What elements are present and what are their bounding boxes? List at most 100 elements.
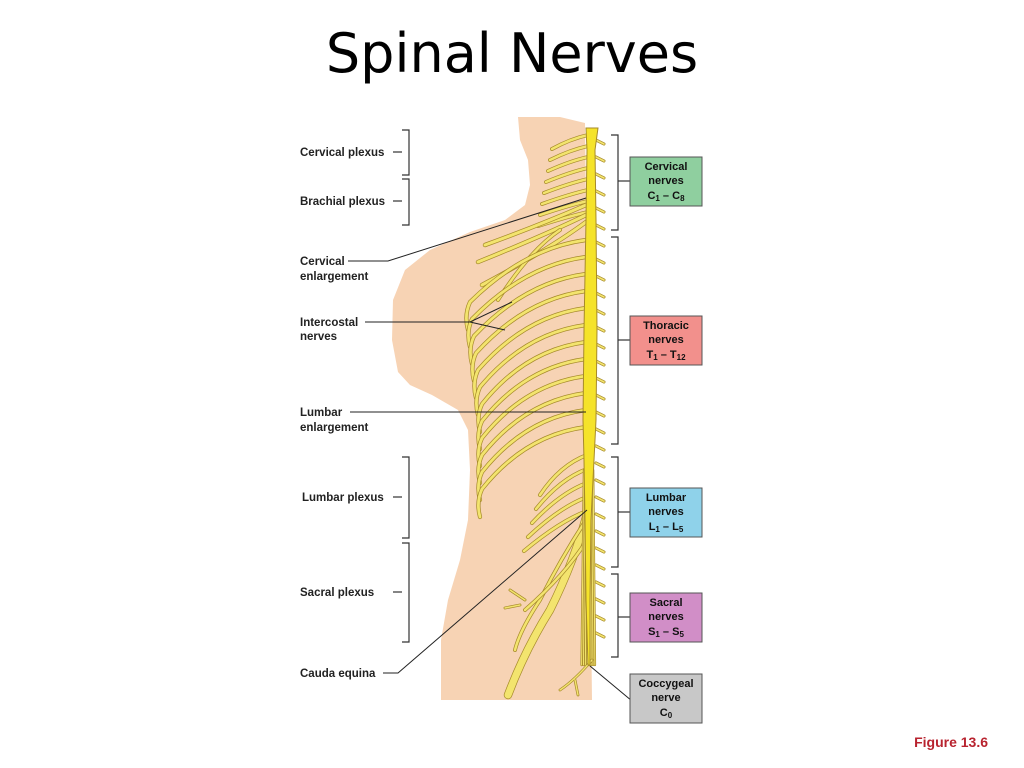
cauda-equina-leader — [383, 509, 588, 674]
right-nerve-stub — [595, 632, 605, 638]
cervical-enlargement-leader — [348, 197, 587, 262]
sacral-nerves-range: S1 – S5 — [648, 626, 684, 639]
right-nerve-stub — [595, 292, 605, 298]
lumbar-nerve-branch — [522, 509, 589, 553]
intercostal-nerve — [477, 408, 588, 502]
right-nerve-stub — [595, 394, 605, 400]
cauda-equina-strand — [592, 469, 596, 666]
label-cervical-enlargement-2: enlargement — [300, 271, 369, 283]
right-nerve-stub — [595, 462, 605, 468]
left-brackets — [393, 129, 410, 643]
right-nerve-stub — [595, 615, 605, 621]
intercostal-nerve — [477, 425, 588, 519]
right-nerve-stub — [595, 513, 605, 519]
sacral-nerve-branch — [513, 518, 588, 652]
cervical-nerve-branch — [538, 199, 590, 217]
intercostal-nerve — [465, 238, 588, 332]
lumbar-nerve-branch — [526, 495, 589, 539]
right-nerve-stub — [595, 411, 605, 417]
lumbar-nerves-box: Lumbar nerves L1 – L5 — [629, 487, 703, 538]
intercostal-leader-b — [469, 321, 506, 331]
cervical-nerves-range: C1 – C8 — [647, 190, 685, 203]
right-nerve-stub — [595, 547, 605, 553]
right-nerve-stub — [595, 479, 605, 485]
thoracic-nerves-line2: nerves — [648, 334, 683, 346]
cervical-plexus-bracket — [402, 129, 410, 176]
label-cauda-equina: Cauda equina — [300, 668, 376, 680]
thoracic-nerves-range: T1 – T12 — [646, 349, 686, 362]
figure-label: Figure 13.6 — [914, 734, 988, 750]
lumbar-nerve-branch — [530, 481, 589, 525]
sacral-nerves-line1: Sacral — [649, 597, 682, 609]
thoracic-nerves-box: Thoracic nerves T1 – T12 — [629, 315, 703, 366]
intercostal-nerve — [471, 289, 588, 383]
right-nerve-stub — [595, 241, 605, 247]
cervical-nerves-box: Cervical nerves C1 – C8 — [629, 156, 703, 207]
thoracic-nerves-line1: Thoracic — [643, 320, 689, 332]
label-brachial-plexus: Brachial plexus — [300, 196, 385, 208]
lumbar-nerves-line1: Lumbar — [646, 492, 687, 504]
coccygeal-nerve-line2: nerve — [651, 692, 680, 704]
cervical-nerves-bracket — [611, 134, 619, 231]
right-nerve-stub — [595, 377, 605, 383]
label-sacral-plexus: Sacral plexus — [300, 587, 374, 599]
intercostal-nerve — [467, 255, 588, 349]
cervical-nerve-branch — [546, 155, 590, 173]
cervical-nerve-branch — [544, 166, 590, 184]
label-intercostal-1: Intercostal — [300, 317, 358, 329]
slide-title: Spinal Nerves — [325, 22, 699, 85]
label-cervical-enlargement-1: Cervical — [300, 256, 345, 268]
coccygeal-leader — [589, 665, 633, 702]
brachial-branch — [476, 213, 588, 264]
right-brackets — [611, 134, 630, 658]
right-nerve-stub — [595, 530, 605, 536]
coccygeal-nerve-box: Coccygeal nerve C0 — [629, 673, 703, 724]
label-lumbar-plexus: Lumbar plexus — [302, 492, 384, 504]
right-nerve-stub — [595, 445, 605, 451]
sacral-twig — [504, 589, 526, 609]
label-intercostal-2: nerves — [300, 331, 337, 343]
cauda-equina-strand — [581, 469, 585, 666]
cervical-nerves-line1: Cervical — [645, 161, 688, 173]
right-nerve-stub — [595, 258, 605, 264]
coccygeal-nerve-range: C0 — [660, 707, 673, 720]
cervical-nerve-branch — [550, 133, 590, 151]
lumbar-nerves-range: L1 – L5 — [649, 521, 684, 534]
right-nerve-stub — [595, 309, 605, 315]
right-nerve-stub — [595, 564, 605, 570]
cervical-nerve-branch — [540, 188, 590, 206]
right-nerve-stub — [595, 581, 605, 587]
cervical-nerve-branch — [542, 177, 590, 195]
sacral-nerves-box: Sacral nerves S1 – S5 — [629, 592, 703, 643]
lumbar-nerves-bracket — [611, 456, 619, 568]
intercostal-nerve — [477, 391, 588, 485]
lumbar-nerves-line2: nerves — [648, 506, 683, 518]
brachial-branch — [483, 203, 588, 247]
right-nerve-stub — [595, 190, 605, 196]
lumbar-nerve-branch — [534, 467, 589, 511]
sacral-nerves-line2: nerves — [648, 611, 683, 623]
sciatic-nerve — [504, 506, 592, 699]
coccygeal-nerve-line1: Coccygeal — [638, 678, 693, 690]
thoracic-nerves-bracket — [611, 236, 619, 445]
right-nerve-stub — [595, 360, 605, 366]
sacral-nerves-bracket — [611, 573, 619, 658]
label-lumbar-enlargement-1: Lumbar — [300, 407, 343, 419]
brachial-plexus-bracket — [402, 178, 410, 226]
spinal-cord — [582, 127, 599, 666]
sacral-plexus-bracket — [402, 542, 410, 643]
leader-lines — [348, 197, 633, 702]
cervical-nerve-branch — [548, 144, 590, 162]
cervical-nerves-line2: nerves — [648, 175, 683, 187]
right-side-branches — [594, 138, 606, 639]
label-cervical-plexus: Cervical plexus — [300, 147, 384, 159]
right-nerve-stub — [595, 224, 605, 230]
lumbar-nerve-branch — [538, 453, 589, 497]
intercostal-nerve — [473, 306, 588, 400]
intercostal-nerve — [475, 323, 588, 417]
right-nerve-stub — [595, 428, 605, 434]
right-nerve-stub — [595, 496, 605, 502]
intercostal-nerve — [477, 374, 588, 468]
right-nerve-stub — [595, 173, 605, 179]
